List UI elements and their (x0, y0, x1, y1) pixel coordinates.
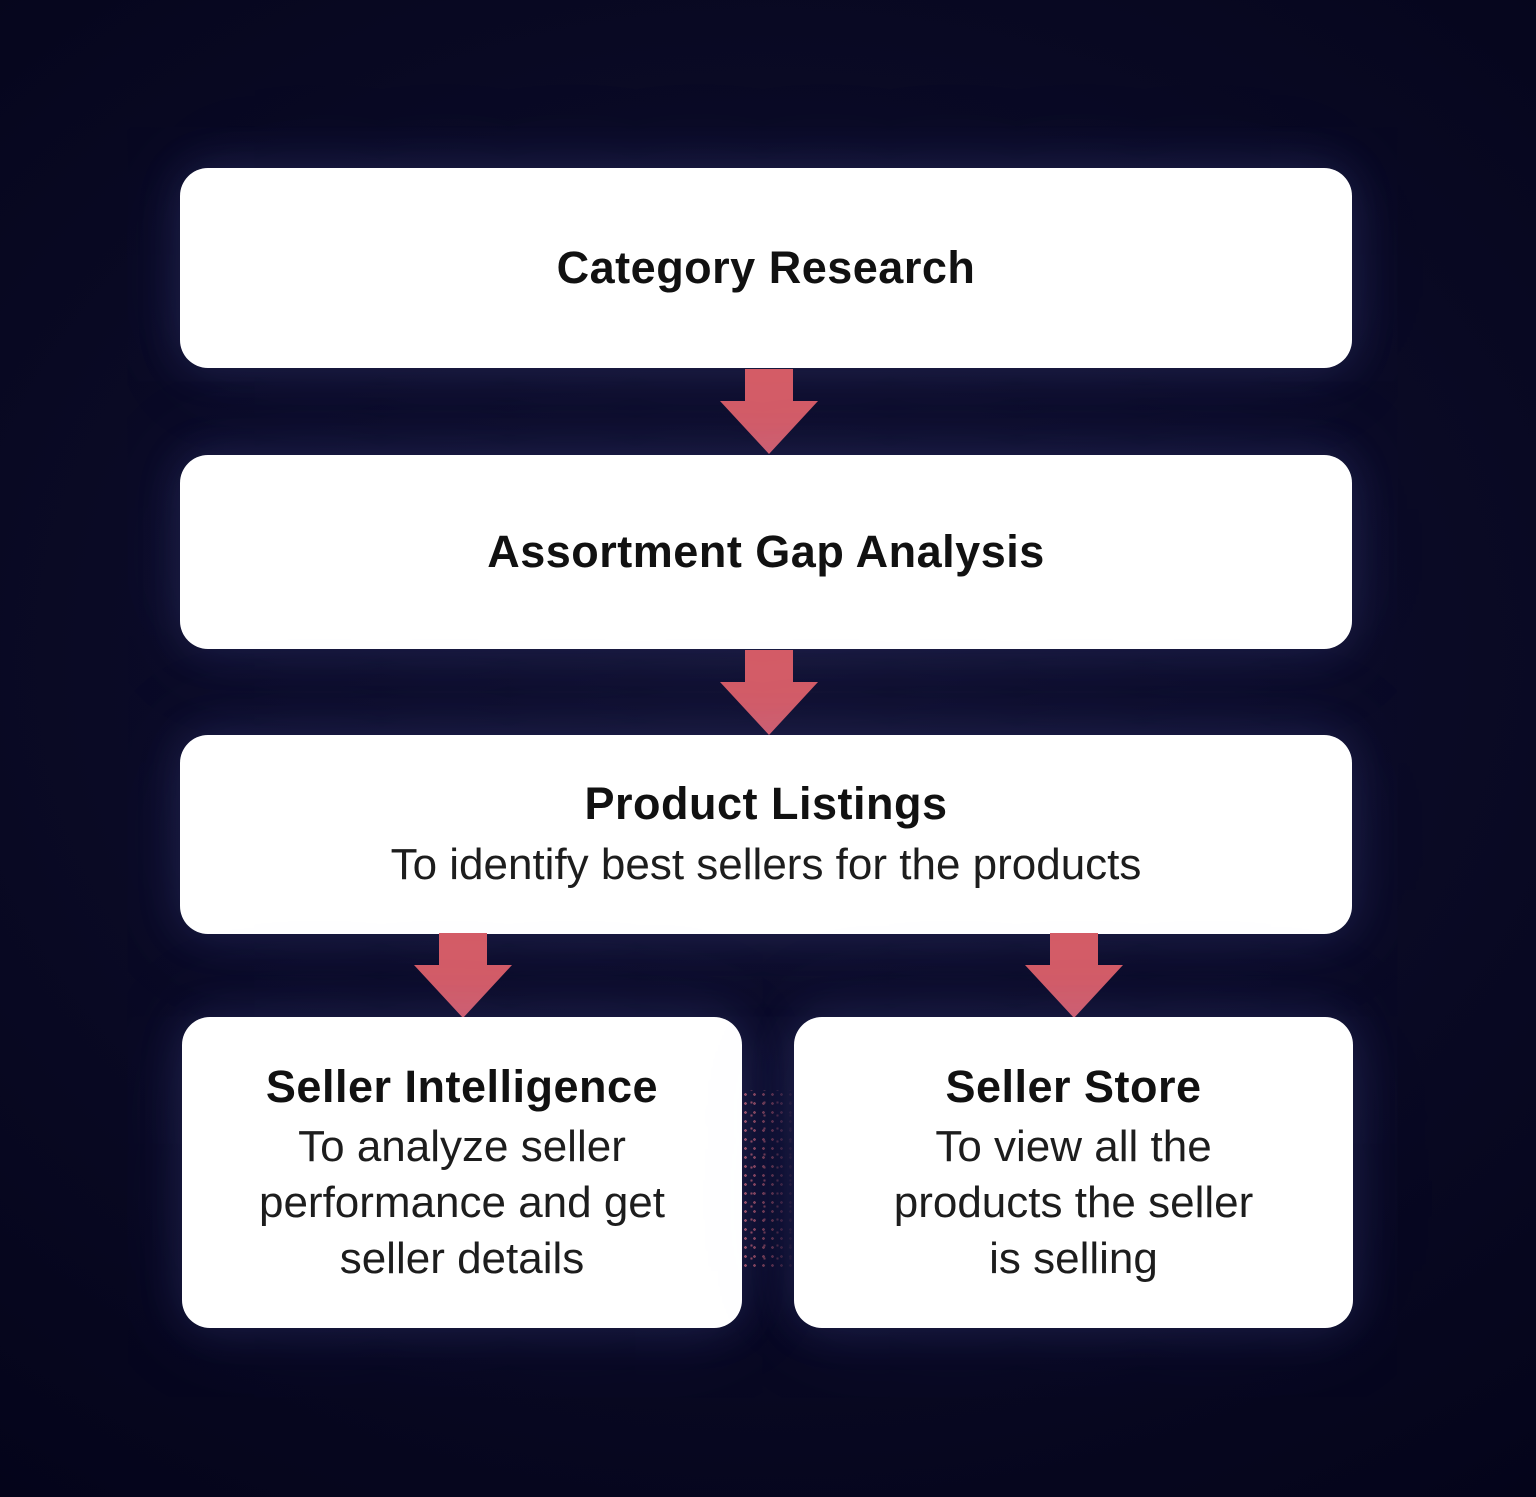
node-product-listings: Product Listings To identify best seller… (180, 735, 1352, 934)
arrow-down-icon (414, 933, 512, 1018)
arrow-down-icon (1025, 933, 1123, 1018)
halftone-dots-decoration (741, 1090, 799, 1270)
node-assortment-gap-analysis: Assortment Gap Analysis (180, 455, 1352, 649)
node-title: Product Listings (584, 778, 948, 830)
arrow-down-icon (720, 650, 818, 735)
node-seller-store: Seller Store To view all the products th… (794, 1017, 1353, 1328)
node-description: To view all the products the seller is s… (893, 1121, 1254, 1283)
node-category-research: Category Research (180, 168, 1352, 368)
node-title: Category Research (556, 241, 976, 293)
node-seller-intelligence: Seller Intelligence To analyze seller pe… (182, 1017, 742, 1328)
node-description: To identify best sellers for the product… (390, 839, 1142, 889)
node-title: Seller Store (945, 1060, 1202, 1112)
node-title: Seller Intelligence (265, 1060, 659, 1112)
arrow-down-icon (720, 369, 818, 454)
node-title: Assortment Gap Analysis (487, 525, 1045, 577)
node-description: To analyze seller performance and get se… (258, 1121, 666, 1283)
